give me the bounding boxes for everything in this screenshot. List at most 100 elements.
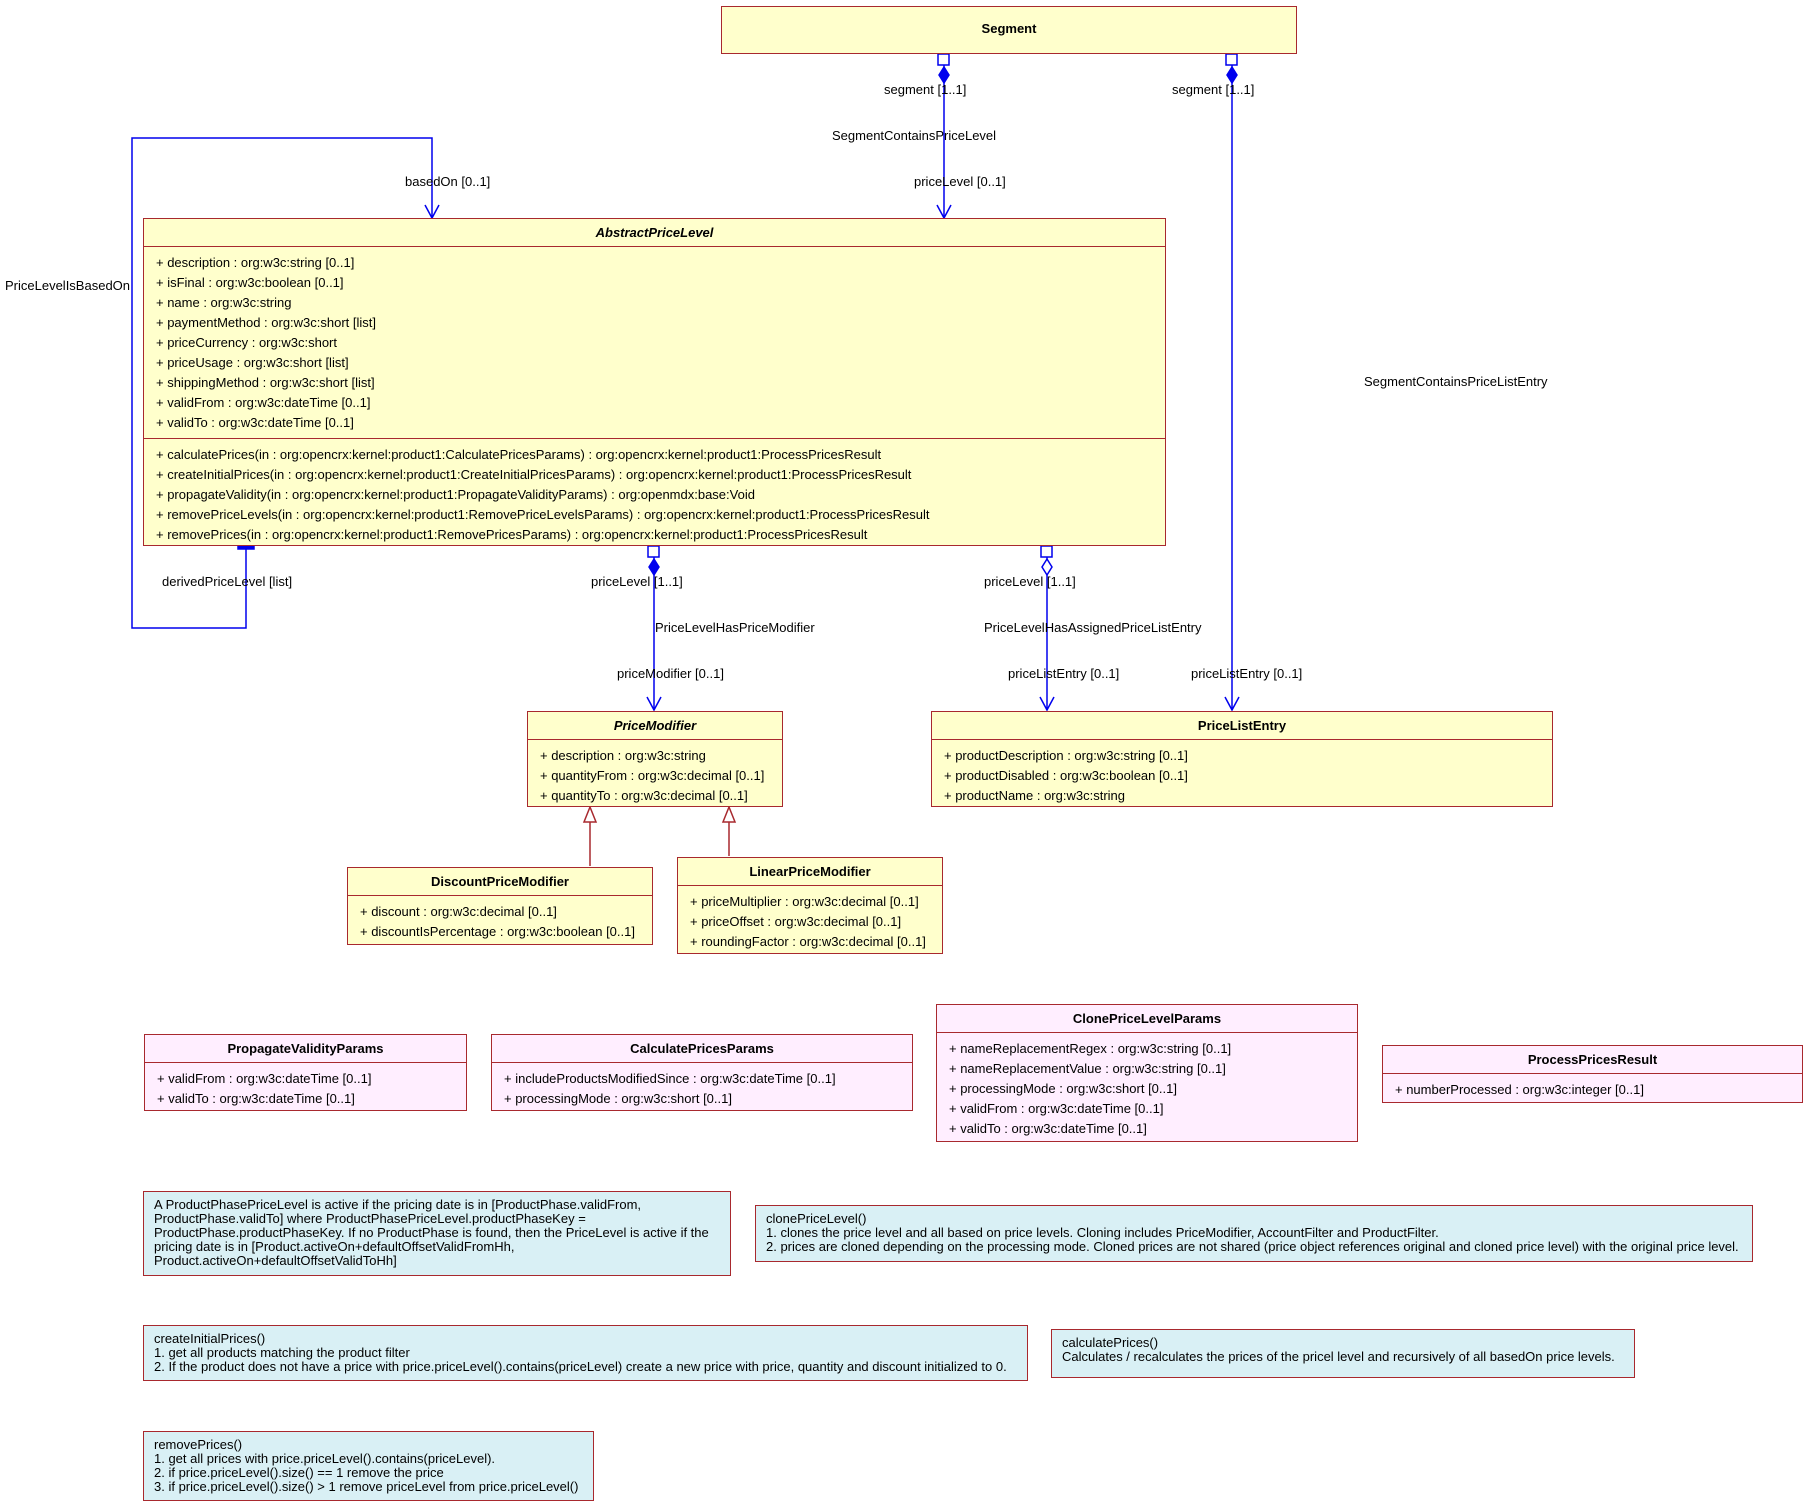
class-name: LinearPriceModifier [678,858,942,886]
note-remove-prices[interactable]: removePrices() 1. get all prices with pr… [143,1431,594,1501]
arrow-head-icon [1039,696,1055,712]
class-name: ProcessPricesResult [1383,1046,1802,1074]
operation-row: + propagateValidity(in : org:opencrx:ker… [156,487,755,502]
association-end-label: segment [1..1] [1172,82,1255,97]
composition-diamond-icon [1226,65,1238,85]
attribute-row: + discount : org:w3c:decimal [0..1] [360,904,557,919]
qualifier-square-icon [937,53,950,66]
attribute-row: + numberProcessed : org:w3c:integer [0..… [1395,1082,1644,1097]
attribute-row: + productDisabled : org:w3c:boolean [0..… [944,768,1188,783]
attribute-row: + processingMode : org:w3c:short [0..1] [504,1091,732,1106]
note-line: createInitialPrices() [154,1331,266,1346]
association-name-label: SegmentContainsPriceLevel [832,128,997,143]
attribute-row: + name : org:w3c:string [156,295,292,310]
attribute-list: + description : org:w3c:string + quantit… [528,740,782,811]
class-linear-price-modifier[interactable]: LinearPriceModifier + priceMultiplier : … [677,857,943,954]
attribute-row: + roundingFactor : org:w3c:decimal [0..1… [690,934,926,949]
attribute-row: + isFinal : org:w3c:boolean [0..1] [156,275,344,290]
attribute-row: + discountIsPercentage : org:w3c:boolean… [360,924,635,939]
aggregation-diamond-icon [1041,557,1053,577]
association-end-label: priceModifier [0..1] [617,666,724,681]
attribute-row: + processingMode : org:w3c:short [0..1] [949,1081,1177,1096]
note-line: 2. prices are cloned depending on the pr… [766,1239,1739,1254]
association-name-label: SegmentContainsPriceListEntry [1364,374,1548,389]
note-create-initial-prices[interactable]: createInitialPrices() 1. get all product… [143,1325,1028,1381]
price-level-is-based-on-line [131,137,433,629]
arrow-head-icon [646,696,662,712]
attribute-row: + quantityFrom : org:w3c:decimal [0..1] [540,768,765,783]
attribute-row: + quantityTo : org:w3c:decimal [0..1] [540,788,748,803]
association-name-label: PriceLevelIsBasedOn [5,278,131,293]
arrow-head-icon [1224,696,1240,712]
association-name-label: PriceLevelHasAssignedPriceListEntry [984,620,1202,635]
operation-row: + removePriceLevels(in : org:opencrx:ker… [156,507,930,522]
attribute-row: + nameReplacementValue : org:w3c:string … [949,1061,1226,1076]
note-line: ProductPhase.productPhaseKey. If no Prod… [154,1225,709,1240]
association-end-label: priceLevel [0..1] [914,174,1006,189]
attribute-list: + nameReplacementRegex : org:w3c:string … [937,1033,1357,1144]
class-name: DiscountPriceModifier [348,868,652,896]
operation-list: + calculatePrices(in : org:opencrx:kerne… [144,438,1165,550]
class-name: PriceListEntry [932,712,1552,740]
qualifier-square-icon [647,545,660,558]
note-line: calculatePrices() [1062,1335,1159,1350]
note-line: clonePriceLevel() [766,1211,867,1226]
class-discount-price-modifier[interactable]: DiscountPriceModifier + discount : org:w… [347,867,653,945]
attribute-row: + validTo : org:w3c:dateTime [0..1] [949,1121,1147,1136]
attribute-list: + productDescription : org:w3c:string [0… [932,740,1552,811]
note-line: Product.activeOn+defaultOffsetValidToHh] [154,1253,397,1268]
association-name-label: PriceLevelHasPriceModifier [655,620,815,635]
association-end-label: segment [1..1] [884,82,967,97]
attribute-list: + includeProductsModifiedSince : org:w3c… [492,1063,912,1114]
class-name: AbstractPriceLevel [144,219,1165,247]
class-propagate-validity-params[interactable]: PropagateValidityParams + validFrom : or… [144,1034,467,1111]
attribute-row: + productDescription : org:w3c:string [0… [944,748,1188,763]
note-line: removePrices() [154,1437,243,1452]
class-price-list-entry[interactable]: PriceListEntry + productDescription : or… [931,711,1553,807]
operation-row: + createInitialPrices(in : org:opencrx:k… [156,467,912,482]
attribute-list: + discount : org:w3c:decimal [0..1] + di… [348,896,652,947]
attribute-row: + validFrom : org:w3c:dateTime [0..1] [157,1071,372,1086]
attribute-row: + priceMultiplier : org:w3c:decimal [0..… [690,894,919,909]
composition-diamond-icon [648,557,660,577]
association-end-label: basedOn [0..1] [405,174,491,189]
class-abstract-price-level[interactable]: AbstractPriceLevel + description : org:w… [143,218,1166,546]
association-end-label: priceListEntry [0..1] [1008,666,1120,681]
operation-row: + removePrices(in : org:opencrx:kernel:p… [156,527,868,542]
class-name: Segment [981,21,1037,36]
note-line: 2. if price.priceLevel().size() == 1 rem… [154,1465,444,1480]
association-end-label: priceListEntry [0..1] [1191,666,1303,681]
attribute-row: + description : org:w3c:string [540,748,706,763]
operation-row: + calculatePrices(in : org:opencrx:kerne… [156,447,882,462]
class-name: ClonePriceLevelParams [937,1005,1357,1033]
qualifier-square-icon [1040,545,1053,558]
class-price-modifier[interactable]: PriceModifier + description : org:w3c:st… [527,711,783,807]
note-product-phase[interactable]: A ProductPhasePriceLevel is active if th… [143,1191,731,1276]
attribute-row: + productName : org:w3c:string [944,788,1125,803]
attribute-row: + validFrom : org:w3c:dateTime [0..1] [949,1101,1164,1116]
note-clone-price-level[interactable]: clonePriceLevel() 1. clones the price le… [755,1205,1753,1262]
note-line: ProductPhase.validTo] where ProductPhase… [154,1211,586,1226]
association-end-label: priceLevel [1..1] [984,574,1076,589]
class-calculate-prices-params[interactable]: CalculatePricesParams + includeProductsM… [491,1034,913,1111]
attribute-row: + paymentMethod : org:w3c:short [list] [156,315,377,330]
attribute-row: + priceOffset : org:w3c:decimal [0..1] [690,914,902,929]
class-name: CalculatePricesParams [492,1035,912,1063]
generalization-triangle-icon [721,804,737,823]
attribute-row: + description : org:w3c:string [0..1] [156,255,355,270]
class-clone-price-level-params[interactable]: ClonePriceLevelParams + nameReplacementR… [936,1004,1358,1142]
note-line: pricing date is in [Product.activeOn+def… [154,1239,515,1254]
attribute-row: + priceUsage : org:w3c:short [list] [156,355,349,370]
attribute-row: + validTo : org:w3c:dateTime [0..1] [157,1091,355,1106]
association-end-label: derivedPriceLevel [list] [162,574,293,589]
class-process-prices-result[interactable]: ProcessPricesResult + numberProcessed : … [1382,1045,1803,1103]
class-segment[interactable]: Segment [721,6,1297,54]
attribute-list: + priceMultiplier : org:w3c:decimal [0..… [678,886,942,957]
note-line: 1. get all prices with price.priceLevel(… [154,1451,496,1466]
association-end-label: priceLevel [1..1] [591,574,683,589]
note-line: 1. clones the price level and all based … [766,1225,1439,1240]
note-calculate-prices[interactable]: calculatePrices() Calculates / recalcula… [1051,1329,1635,1378]
attribute-list: + numberProcessed : org:w3c:integer [0..… [1383,1074,1802,1105]
attribute-row: + nameReplacementRegex : org:w3c:string … [949,1041,1232,1056]
composition-diamond-icon [938,65,950,85]
